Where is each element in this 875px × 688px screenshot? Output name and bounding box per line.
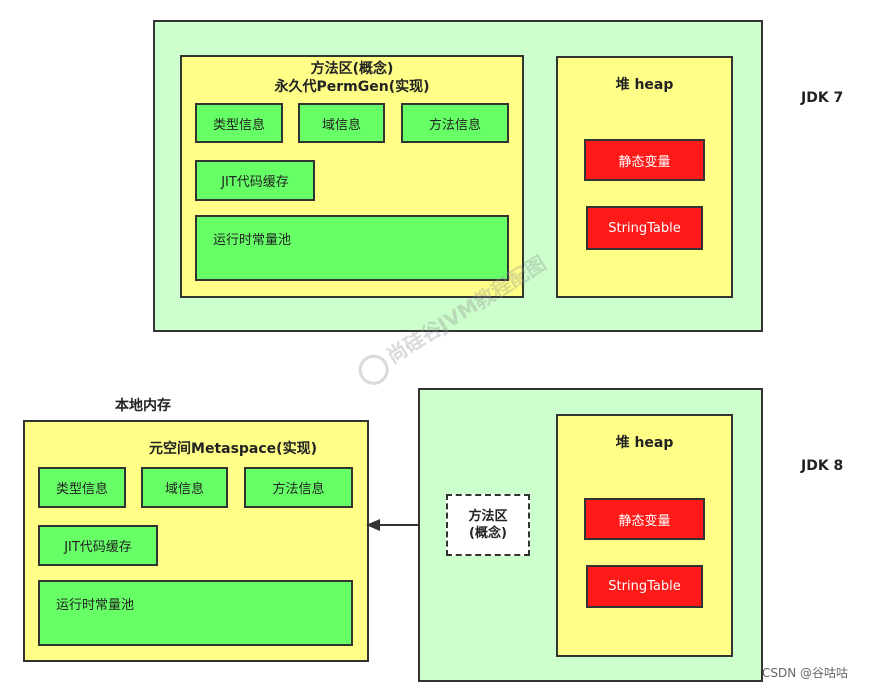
jdk8-field-info: 域信息 [141, 467, 228, 508]
jdk8-method-area-concept: 方法区 (概念) [446, 494, 530, 556]
jdk7-jit-cache: JIT代码缓存 [195, 160, 315, 201]
jdk8-runtime-pool: 运行时常量池 [38, 580, 353, 646]
jdk8-label: JDK 8 [801, 458, 844, 474]
jdk8-string-table: StringTable [586, 565, 703, 608]
jdk7-label: JDK 7 [801, 90, 844, 106]
jdk7-method-area-concept: 方法区(概念) [310, 61, 394, 77]
jdk8-metaspace-title: 元空间Metaspace(实现) [149, 441, 317, 457]
jdk7-runtime-pool: 运行时常量池 [195, 215, 509, 281]
jdk8-type-info: 类型信息 [38, 467, 126, 508]
jdk8-method-area-concept-line2: (概念) [469, 526, 507, 541]
jdk7-static-vars: 静态变量 [584, 139, 705, 181]
jdk8-static-vars: 静态变量 [584, 498, 705, 540]
jdk7-method-area-title: 方法区(概念) 永久代PermGen(实现) [180, 60, 524, 96]
jdk7-field-info: 域信息 [298, 103, 385, 143]
jdk8-heap-title: 堆 heap [615, 435, 674, 451]
jdk7-method-info: 方法信息 [401, 103, 509, 143]
csdn-credit: CSDN @谷咕咕 [762, 666, 849, 680]
native-memory-label: 本地内存 [115, 398, 171, 414]
jdk7-string-table: StringTable [586, 206, 703, 250]
jdk8-method-info: 方法信息 [244, 467, 353, 508]
jdk7-heap-title: 堆 heap [615, 77, 674, 93]
jdk8-method-area-concept-line1: 方法区 [468, 509, 508, 524]
jdk7-method-area-impl: 永久代PermGen(实现) [274, 79, 430, 95]
jdk7-type-info: 类型信息 [195, 103, 283, 143]
jdk8-jit-cache: JIT代码缓存 [38, 525, 158, 566]
